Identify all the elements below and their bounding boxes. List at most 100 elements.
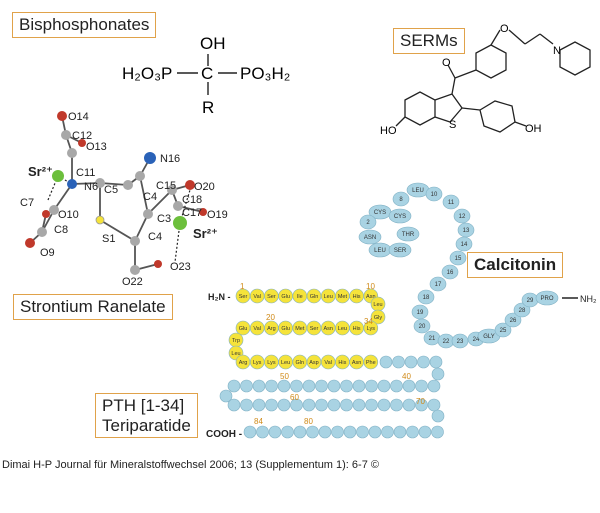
serm-sulfur: S bbox=[449, 119, 456, 131]
svg-text:Leu: Leu bbox=[324, 294, 333, 300]
pth-residue bbox=[302, 398, 316, 412]
svg-text:CYS: CYS bbox=[394, 214, 406, 220]
strontium-atoms bbox=[25, 111, 207, 275]
svg-text:C8: C8 bbox=[54, 224, 68, 236]
svg-text:Asp: Asp bbox=[309, 360, 318, 366]
pth-residue bbox=[431, 367, 445, 381]
pth-residue bbox=[277, 379, 291, 393]
pth-residue bbox=[377, 379, 391, 393]
svg-text:17: 17 bbox=[435, 282, 442, 288]
svg-text:Lys: Lys bbox=[267, 360, 276, 366]
calcitonin-residue: ASN bbox=[358, 229, 382, 245]
calcitonin-residue: 23 bbox=[451, 333, 469, 349]
svg-text:1: 1 bbox=[240, 282, 245, 291]
svg-text:C4: C4 bbox=[143, 191, 157, 203]
pth-residue bbox=[327, 379, 341, 393]
svg-text:C11: C11 bbox=[76, 167, 95, 179]
pth-residue bbox=[381, 425, 394, 439]
svg-text:40: 40 bbox=[402, 372, 411, 381]
svg-text:22: 22 bbox=[443, 339, 450, 345]
svg-text:28: 28 bbox=[519, 308, 526, 314]
calcitonin-residue: LEU bbox=[406, 182, 430, 198]
svg-text:Asn: Asn bbox=[366, 294, 375, 300]
svg-text:Phe: Phe bbox=[366, 360, 376, 366]
pth-residue: Glu bbox=[278, 320, 293, 336]
svg-text:19: 19 bbox=[417, 310, 424, 316]
svg-text:20: 20 bbox=[266, 313, 275, 322]
svg-text:29: 29 bbox=[527, 298, 534, 304]
calcitonin-residue: PRO bbox=[535, 290, 559, 306]
svg-text:C4: C4 bbox=[148, 231, 162, 243]
pth-residue: Arg bbox=[264, 320, 279, 336]
svg-text:GLY: GLY bbox=[483, 334, 495, 340]
svg-text:N16: N16 bbox=[160, 153, 180, 165]
svg-text:8: 8 bbox=[399, 197, 403, 203]
pth-residue: Val bbox=[320, 354, 336, 370]
pth-residue: Ile bbox=[292, 288, 308, 304]
pth-residue: Lys bbox=[249, 354, 265, 370]
calcitonin-residue: 25 bbox=[494, 322, 512, 338]
pth-residue bbox=[427, 398, 441, 412]
pth-residue: His bbox=[335, 354, 350, 370]
calcitonin-residue: 2 bbox=[359, 214, 377, 230]
svg-text:13: 13 bbox=[463, 228, 470, 234]
pth-residue bbox=[352, 398, 366, 412]
pth-residue: Leu bbox=[278, 354, 293, 370]
svg-text:O9: O9 bbox=[40, 247, 55, 259]
svg-text:Ser: Ser bbox=[267, 294, 276, 300]
svg-text:Gly: Gly bbox=[374, 315, 383, 321]
svg-text:50: 50 bbox=[280, 372, 289, 381]
svg-text:18: 18 bbox=[423, 295, 430, 301]
pth-residue: Val bbox=[249, 288, 265, 304]
svg-text:84: 84 bbox=[254, 417, 263, 426]
svg-text:Val: Val bbox=[253, 294, 261, 300]
svg-text:His: His bbox=[353, 294, 361, 300]
osteoporosis-drugs-figure: OH H₂O₃P C PO₃H₂ R O O bbox=[20, 23, 597, 440]
svg-text:Asn: Asn bbox=[323, 326, 332, 332]
serm-structure bbox=[395, 29, 591, 133]
svg-text:His: His bbox=[338, 360, 346, 366]
pth-residue bbox=[402, 398, 416, 412]
svg-text:S1: S1 bbox=[102, 233, 115, 245]
calcitonin-residue: 20 bbox=[413, 318, 431, 334]
pth-residue bbox=[315, 379, 328, 393]
calcitonin-residue: CYS bbox=[388, 208, 412, 224]
pth-residue bbox=[352, 379, 366, 393]
pth-residue bbox=[227, 379, 241, 393]
svg-text:O22: O22 bbox=[122, 276, 143, 288]
svg-text:LEU: LEU bbox=[374, 248, 386, 254]
pth-residue: Asp bbox=[306, 354, 322, 370]
svg-text:Leu: Leu bbox=[281, 360, 290, 366]
pth-residue bbox=[356, 425, 369, 439]
pth-residue bbox=[290, 379, 303, 393]
strontium-ion-1: Sr²⁺ bbox=[28, 164, 53, 179]
pth-residue: Ser bbox=[235, 288, 251, 304]
strontium-ranelate-label: Strontium Ranelate bbox=[13, 294, 173, 321]
svg-text:2: 2 bbox=[366, 220, 370, 226]
svg-text:Leu: Leu bbox=[231, 351, 240, 357]
calcitonin-nh2: NH₂ bbox=[580, 294, 597, 304]
calcitonin-residue: 16 bbox=[441, 264, 459, 280]
pth-residue bbox=[365, 398, 378, 412]
pth-residue bbox=[240, 398, 253, 412]
svg-text:N6: N6 bbox=[84, 181, 98, 193]
pth-residue: Val bbox=[249, 320, 265, 336]
pth-residue bbox=[268, 425, 282, 439]
calcitonin-residue: LEU bbox=[368, 242, 392, 258]
pth-n-terminal: H₂N - bbox=[208, 292, 231, 302]
svg-text:14: 14 bbox=[461, 242, 468, 248]
svg-text:26: 26 bbox=[510, 318, 517, 324]
svg-text:Val: Val bbox=[324, 360, 332, 366]
serm-ether-oxygen: O bbox=[500, 23, 509, 35]
svg-text:Arg: Arg bbox=[239, 360, 248, 366]
pth-residue bbox=[402, 379, 416, 393]
pth-residue bbox=[415, 379, 428, 393]
pth-residue bbox=[306, 425, 319, 439]
pth-residue bbox=[315, 398, 328, 412]
pth-residue: His bbox=[349, 320, 364, 336]
pth-residue: Glu bbox=[235, 320, 251, 336]
svg-text:Ile: Ile bbox=[297, 294, 303, 300]
pth-residue bbox=[252, 398, 266, 412]
svg-text:C12: C12 bbox=[72, 130, 92, 142]
